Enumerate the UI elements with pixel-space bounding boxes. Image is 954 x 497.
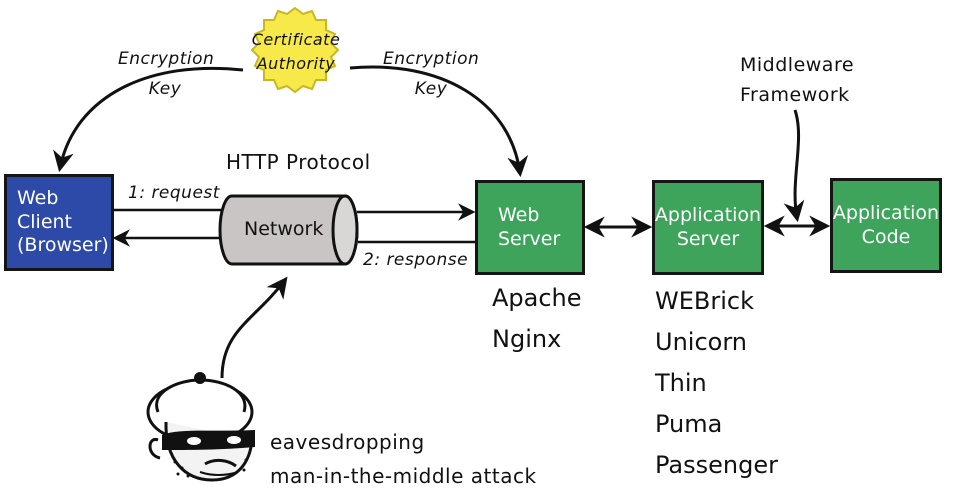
ca-line-2: Authority (256, 54, 336, 73)
network-pipe (218, 194, 359, 266)
encryption-key-right-label: Encryption Key (383, 44, 479, 104)
app-code-line-2: Code (861, 225, 911, 248)
eavesdrop-arrow (220, 276, 288, 379)
request-label: 1: request (128, 183, 220, 203)
web-server-box: Web Server (475, 180, 585, 275)
middleware-arrow (783, 109, 805, 223)
app-server-examples: WEBrick Unicorn Thin Puma Passenger (655, 281, 778, 486)
response-label: 2: response (363, 250, 469, 270)
certificate-authority-seal (250, 6, 340, 94)
web-server-examples: Apache Nginx (492, 278, 582, 360)
attack-labels: eavesdropping man-in-the-middle attack (270, 425, 537, 493)
application-server-box: Application Server (652, 180, 764, 275)
web-client-line-1: Web (17, 186, 59, 209)
encryption-arrow-to-client (53, 66, 244, 173)
mitm-label: man-in-the-middle attack (270, 464, 537, 488)
web-server-example: Nginx (492, 325, 562, 353)
http-protocol-label: HTTP Protocol (226, 150, 371, 174)
middleware-framework-label: Middleware Framework (740, 50, 854, 110)
middleware-line-2: Framework (740, 84, 850, 106)
app-server-line-2: Server (676, 227, 740, 250)
web-client-line-3: (Browser) (17, 234, 109, 257)
web-server-example: Apache (492, 284, 582, 312)
certificate-authority-label: Certificate Authority (248, 28, 344, 76)
enc-right-line-2: Key (414, 79, 448, 99)
enc-right-line-1: Encryption (383, 49, 480, 69)
web-server-line-2: Server (498, 227, 561, 250)
encryption-arrow-to-web-server (349, 65, 529, 178)
encryption-key-left-label: Encryption Key (118, 44, 215, 104)
web-client-box: Web Client (Browser) (4, 174, 114, 271)
web-client-line-2: Client (17, 210, 73, 233)
app-server-example: Thin (655, 369, 707, 397)
middleware-line-1: Middleware (740, 54, 855, 76)
app-code-line-1: Application (832, 201, 940, 224)
app-server-example: Passenger (655, 451, 778, 479)
eavesdropping-label: eavesdropping (270, 430, 425, 454)
app-server-example: WEBrick (655, 287, 754, 315)
web-server-line-1: Web (498, 203, 540, 226)
enc-left-line-2: Key (148, 79, 182, 99)
ca-line-1: Certificate (251, 30, 341, 49)
application-code-box: Application Code (830, 178, 942, 273)
enc-left-line-1: Encryption (118, 49, 215, 69)
app-server-line-1: Application (654, 203, 762, 226)
eavesdropper-face-icon (146, 372, 255, 482)
app-server-example: Unicorn (655, 328, 747, 356)
network-label: Network (244, 218, 324, 240)
app-server-example: Puma (655, 410, 723, 438)
